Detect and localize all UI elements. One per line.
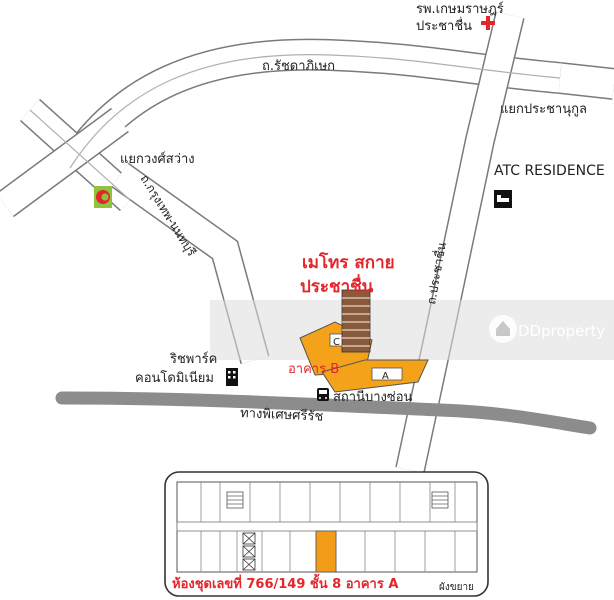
building-a-tag-box xyxy=(371,367,403,381)
unit-info-label: ห้องชุดเลขที่ 766/149 ชั้น 8 อาคาร A xyxy=(172,573,398,592)
watermark-band xyxy=(210,300,614,360)
stair-icon xyxy=(226,491,244,509)
hospital-label-line1: รพ.เกษมราษฎร์ xyxy=(416,1,504,17)
bigc-logo-icon xyxy=(94,186,112,208)
hospital-cross-icon xyxy=(481,16,495,30)
stair-icon xyxy=(431,491,449,509)
enlarged-plan-label: ผังขยาย xyxy=(439,582,474,593)
building-c-tag: C xyxy=(333,337,340,348)
project-site: C A xyxy=(299,289,429,393)
expressway-label: ทางพิเศษศรีรัช xyxy=(240,405,324,425)
bang-son-station-label: สถานีบางซ่อน xyxy=(333,389,413,405)
road-ratchada-label: ถ.รัชดาภิเษก xyxy=(262,59,335,74)
expressway-sirat xyxy=(55,391,597,435)
ddproperty-logo-icon xyxy=(489,315,517,343)
floor-plan-inset xyxy=(164,471,489,597)
project-name-line2: ประชาชื่น xyxy=(300,274,374,297)
hotel-bed-icon xyxy=(494,190,512,208)
roads xyxy=(0,11,614,474)
intersection-kongsawang-label: แยกวงศ์สว่าง xyxy=(120,151,195,167)
highlighted-unit xyxy=(315,530,337,573)
intersection-prachanukul-label: แยกประชานุกูล xyxy=(500,102,587,117)
riverside-condo-line2: คอนโดมิเนียม xyxy=(135,370,214,386)
riverside-condo-line1: ริชพาร์ค xyxy=(169,351,217,367)
train-icon xyxy=(317,388,329,401)
hospital-label-line2: ประชาชื่น xyxy=(416,17,472,34)
building-a-tag: A xyxy=(382,371,389,382)
project-name-line1: เมโทร สกาย xyxy=(302,252,395,273)
elevator-icon xyxy=(242,532,256,571)
atc-residence-label: ATC RESIDENCE xyxy=(494,163,605,179)
condo-building-icon xyxy=(226,368,238,386)
building-b-label: อาคาร B xyxy=(288,362,339,377)
watermark-text: DDproperty xyxy=(518,322,605,340)
condo-tower-icon xyxy=(341,289,371,353)
